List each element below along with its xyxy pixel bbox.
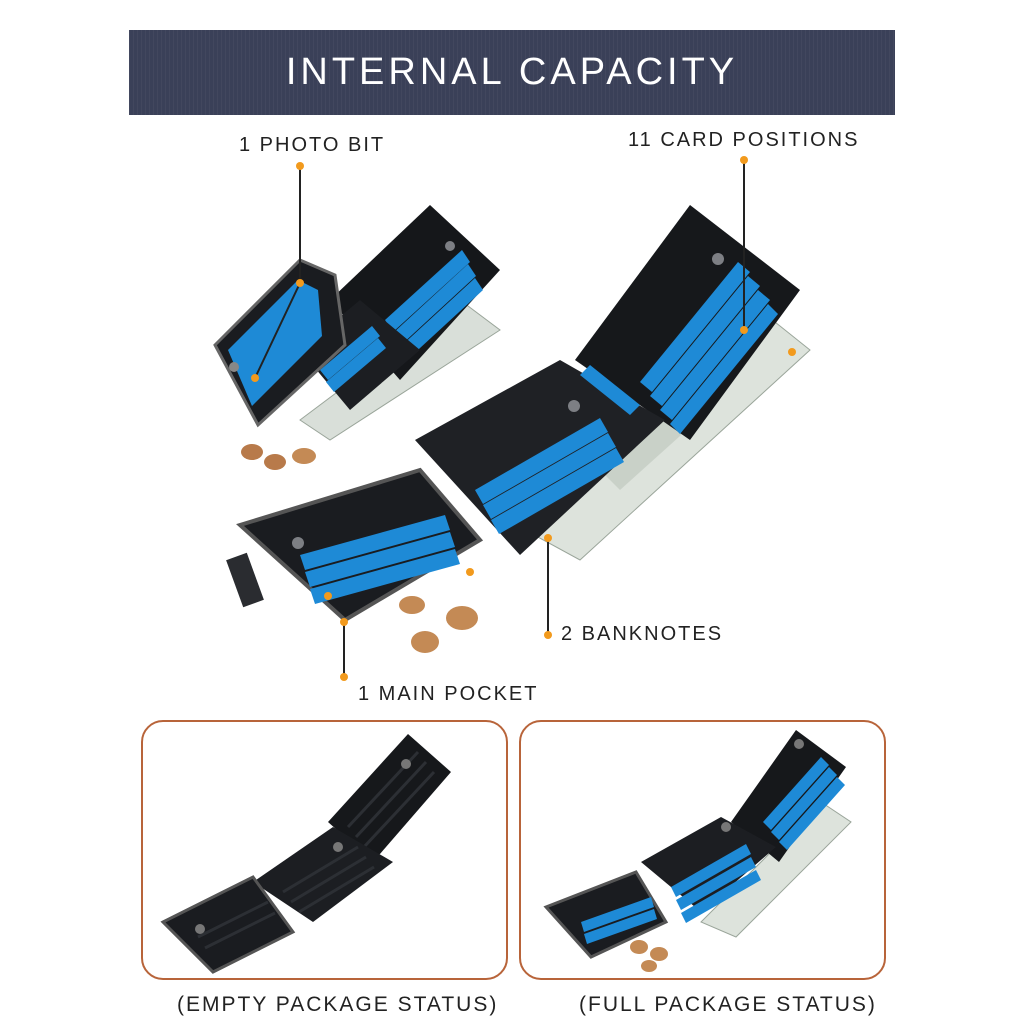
- callout-banknotes: 2 BANKNOTES: [561, 623, 724, 645]
- callout-main-pocket: 1 MAIN POCKET: [358, 683, 539, 705]
- page-title: INTERNAL CAPACITY: [285, 51, 739, 93]
- callout-card-positions: 11 CARD POSITIONS: [628, 129, 860, 151]
- full-wallet-image: [543, 730, 852, 972]
- callout-leaders: [254, 160, 745, 677]
- small-wallet-image: [213, 205, 501, 470]
- full-status-panel: [519, 720, 886, 980]
- empty-status-panel: [141, 720, 508, 980]
- title-banner: INTERNAL CAPACITY: [129, 30, 895, 115]
- callout-markers: [251, 156, 796, 681]
- empty-wallet-image: [160, 734, 451, 974]
- callout-photo-bit: 1 PHOTO BIT: [239, 134, 386, 156]
- empty-status-caption: (EMPTY PACKAGE STATUS): [177, 993, 499, 1016]
- full-status-caption: (FULL PACKAGE STATUS): [579, 993, 877, 1016]
